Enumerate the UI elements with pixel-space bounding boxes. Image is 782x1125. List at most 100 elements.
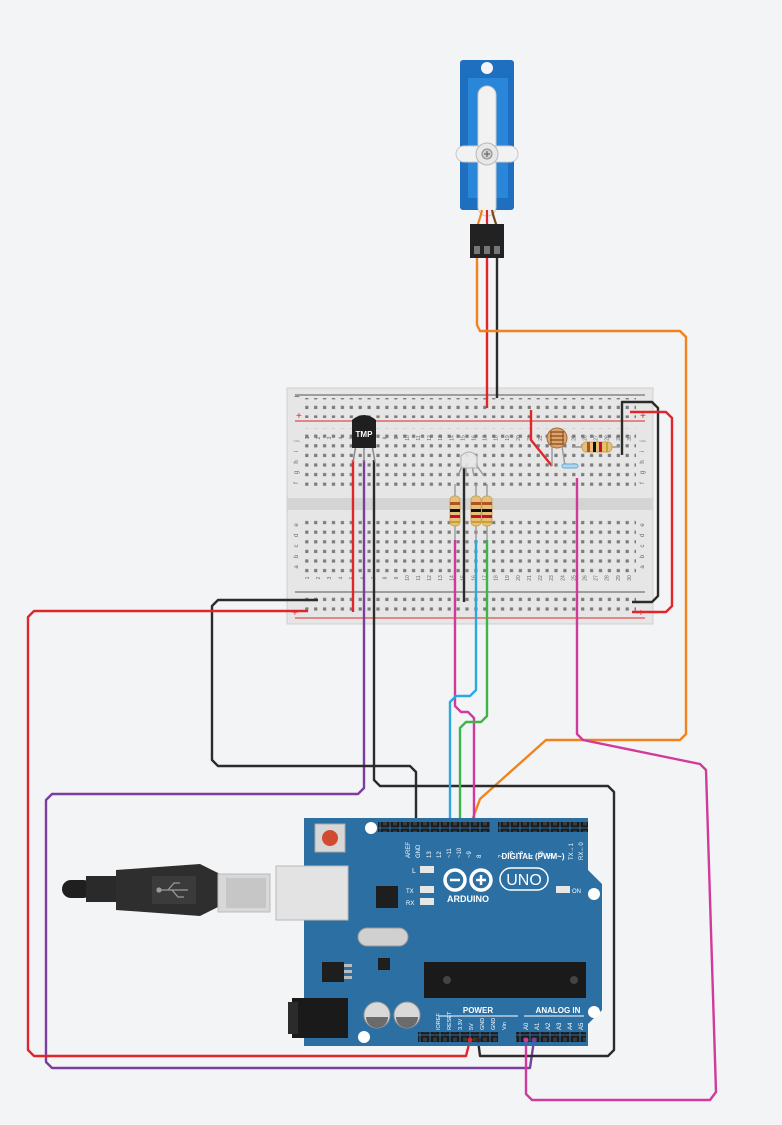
rail-plus-label-bottom: + [292,608,298,619]
wire-led-blue-channel[interactable] [448,540,478,826]
digital-pin-label: 13 [427,851,433,858]
crystal-oscillator [357,927,409,947]
column-label: 26 [583,575,589,581]
digital-header-label: DIGITAL (PWM~) [501,852,564,861]
jumper-ldr[interactable] [561,463,579,469]
wire-tmp-ground[interactable] [372,460,616,1058]
label-tx: TX [406,889,414,895]
column-label: 17 [483,575,489,581]
digital-header-left[interactable] [378,822,490,832]
wire-ldr-power[interactable] [529,410,553,467]
usb-cable[interactable] [62,864,271,916]
wire-endpoints [467,1037,537,1043]
wire-5v-to-rail[interactable] [26,609,472,1058]
led-rx [420,898,434,905]
wire-rail-power-right[interactable] [630,410,674,614]
resistor-led-3[interactable] [481,484,493,540]
pin-label-gnd: GND [416,844,422,858]
column-label: 12 [427,435,433,441]
top-power-rail[interactable] [304,398,636,418]
column-label: 9 [394,576,400,579]
column-label: 3 [327,576,333,579]
digital-pin-label: 7 [499,854,505,858]
label-on: ON [572,889,581,895]
wire-led-green-channel[interactable] [458,540,489,826]
analog-pin-label: A0 [524,1022,530,1030]
brand-label: ARDUINO [447,894,489,904]
usb-port [275,865,349,921]
pin-label-aref: AREF [406,842,412,858]
temperature-sensor[interactable]: TMP [352,415,376,463]
rail-plus-label-top: + [296,411,302,422]
rgb-led[interactable] [457,451,485,477]
row-label: b [294,554,300,558]
row-label: f [294,482,300,484]
photoresistor[interactable] [546,427,568,467]
column-label: 30 [627,435,633,441]
uno-badge [499,867,549,891]
wire-ground-to-arduino[interactable] [210,598,418,826]
bottom-power-rail[interactable] [304,596,636,616]
tmp-label: TMP [356,430,374,439]
row-label: i [640,451,646,452]
terminal-strip-bottom[interactable] [304,516,636,574]
column-label: 27 [594,435,600,441]
column-label: 8 [383,576,389,579]
wire-tmp-signal[interactable] [44,460,536,1070]
tmp-body [352,415,376,448]
digital-pin-label: 12 [437,851,443,858]
power-pin-label: RESET [447,1011,453,1030]
analog-pin-label: A4 [568,1022,574,1030]
row-label: j [640,440,646,442]
digital-pin-label: 4 [529,854,535,858]
resistor-ldr[interactable] [572,441,620,453]
power-header[interactable] [418,1032,498,1042]
digital-pin-label: ~10 [457,847,463,858]
column-label: 1 [305,576,311,579]
usb-chip [376,886,398,908]
wire-led-red-channel[interactable] [453,540,476,826]
mount-hole-4 [588,1006,600,1018]
analog-pin-label: A1 [535,1022,541,1030]
column-label: 4 [338,576,344,579]
led-tx [420,886,434,893]
servo-motor[interactable] [455,60,519,258]
row-label: c [294,545,300,548]
column-label: 2 [316,576,322,579]
column-label: 27 [594,575,600,581]
column-label: 16 [472,435,478,441]
digital-pin-label: ~11 [447,848,453,858]
column-label: 14 [449,575,455,581]
wire-ldr-signal[interactable] [524,478,718,1102]
row-label: d [294,534,300,537]
digital-pin-label: RX←0 [579,842,585,860]
column-label: 11 [416,435,422,440]
column-label: 9 [394,436,400,439]
column-label: 14 [449,435,455,441]
resistor-led-1[interactable] [449,484,461,540]
column-label: 10 [405,575,411,581]
label-rx: RX [406,901,414,907]
power-pin-label: 5V [469,1023,475,1030]
analog-header[interactable] [516,1032,586,1042]
wire-rail-ground-right[interactable] [620,400,660,604]
column-label: 17 [483,435,489,441]
column-label: 20 [516,575,522,581]
resistor-led-2[interactable] [470,484,482,540]
mount-hole-3 [588,888,600,900]
wire-servo-signal[interactable] [468,255,688,827]
column-label: 1 [305,436,311,439]
voltage-regulator [322,962,344,982]
digital-header-right[interactable] [498,822,588,832]
column-label: 22 [538,575,544,581]
column-label: 18 [494,435,500,441]
column-label: 26 [583,435,589,441]
arduino-uno[interactable]: L TX RX ON ARDUINO UNO DIGITAL (PWM~) AR… [62,818,602,1046]
led-body [460,451,478,469]
digital-pin-label: ~9 [467,850,473,858]
column-label: 19 [505,435,511,441]
digital-pin-label: TX→1 [569,842,575,860]
column-label: 28 [605,435,611,441]
